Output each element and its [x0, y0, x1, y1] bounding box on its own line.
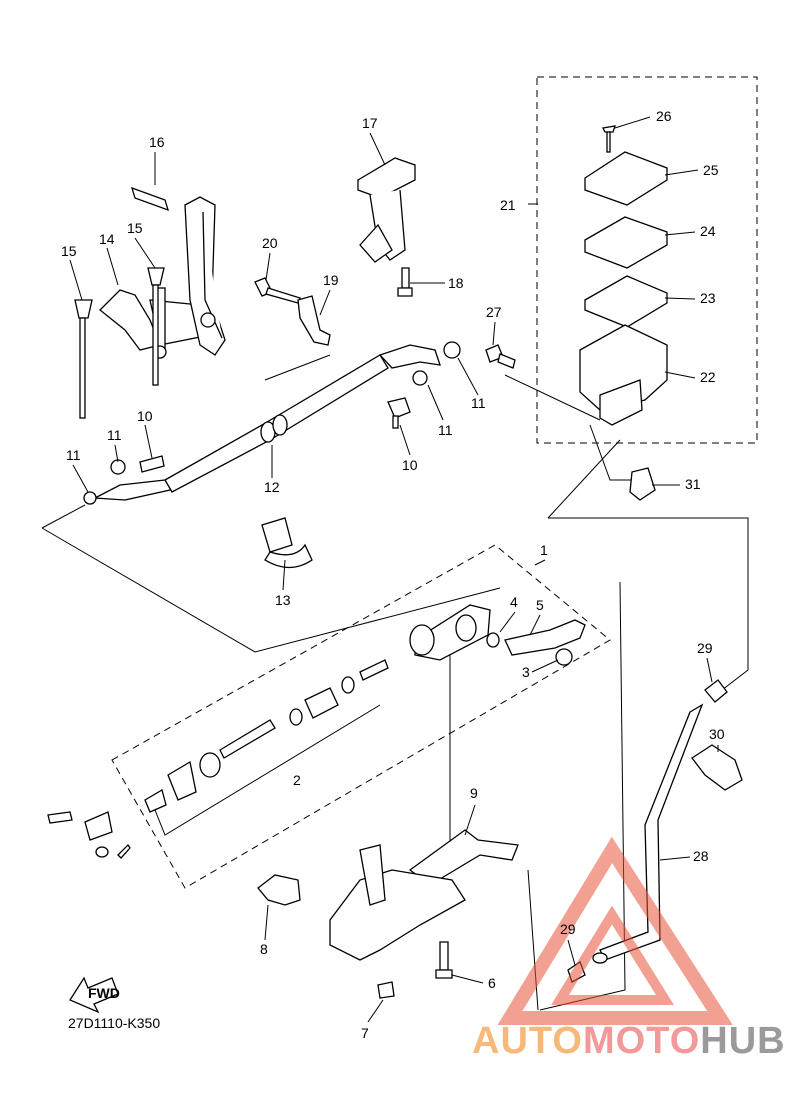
clamp-8 [257, 874, 301, 906]
leader-lines [69, 116, 719, 1023]
callout-12: 12 [264, 479, 280, 495]
callout-20: 20 [262, 235, 278, 251]
piston-kit [47, 659, 389, 859]
callout-24: 24 [700, 223, 716, 239]
callout-labels: 1 2 3 4 5 6 7 8 9 10 10 11 11 11 11 12 1… [61, 108, 725, 1041]
callout-27: 27 [486, 304, 502, 320]
callout-10a: 10 [137, 408, 153, 424]
callout-15b: 15 [127, 220, 143, 236]
callout-13: 13 [275, 592, 291, 608]
callout-19: 19 [323, 272, 339, 288]
callout-11c: 11 [438, 422, 453, 438]
callout-7: 7 [361, 1025, 369, 1041]
upper-brake-hose [83, 341, 461, 505]
watermark-part-2: MOTO [582, 1020, 701, 1062]
bracket-assembly [74, 186, 226, 419]
callout-25: 25 [703, 162, 719, 178]
pedal-bracket [329, 829, 519, 999]
callout-8: 8 [260, 941, 268, 957]
callout-30: 30 [709, 726, 725, 742]
callout-9: 9 [470, 785, 478, 801]
fwd-label: FWD [88, 985, 120, 1001]
diagram-code: 27D1110-K350 [68, 1015, 161, 1031]
watermark-part-3: HUB [700, 1020, 786, 1062]
callout-17: 17 [362, 115, 378, 131]
callout-1: 1 [540, 542, 548, 558]
callout-26: 26 [656, 108, 672, 124]
callout-5: 5 [536, 597, 544, 613]
watermark-part-1: AUTO [472, 1020, 583, 1062]
watermark-text: AUTOMOTOHUB [472, 1020, 786, 1063]
callout-23: 23 [700, 290, 716, 306]
reservoir-assembly [485, 125, 668, 501]
callout-10b: 10 [402, 457, 418, 473]
fwd-arrow: FWD [69, 976, 120, 1014]
callout-29a: 29 [697, 640, 713, 656]
callout-28: 28 [693, 848, 709, 864]
callout-31: 31 [685, 476, 701, 492]
callout-11d: 11 [471, 395, 486, 411]
callout-6: 6 [488, 975, 496, 991]
bolt-and-clamp-19-20 [254, 277, 331, 346]
callout-14: 14 [99, 231, 115, 247]
callout-21: 21 [500, 197, 516, 213]
callout-18: 18 [448, 275, 464, 291]
callout-3: 3 [522, 664, 530, 680]
bracket-17 [357, 157, 416, 297]
callout-16: 16 [149, 134, 165, 150]
holder-13 [261, 517, 313, 569]
callout-29b: 29 [560, 921, 576, 937]
callout-2: 2 [293, 772, 301, 788]
callout-11b: 11 [107, 427, 122, 443]
group-boundaries [111, 76, 758, 889]
callout-4: 4 [510, 594, 518, 610]
watermark-logo [497, 836, 733, 1025]
callout-22: 22 [700, 369, 716, 385]
callout-15a: 15 [61, 243, 77, 259]
master-cylinder [409, 604, 586, 666]
callout-11a: 11 [66, 447, 81, 463]
